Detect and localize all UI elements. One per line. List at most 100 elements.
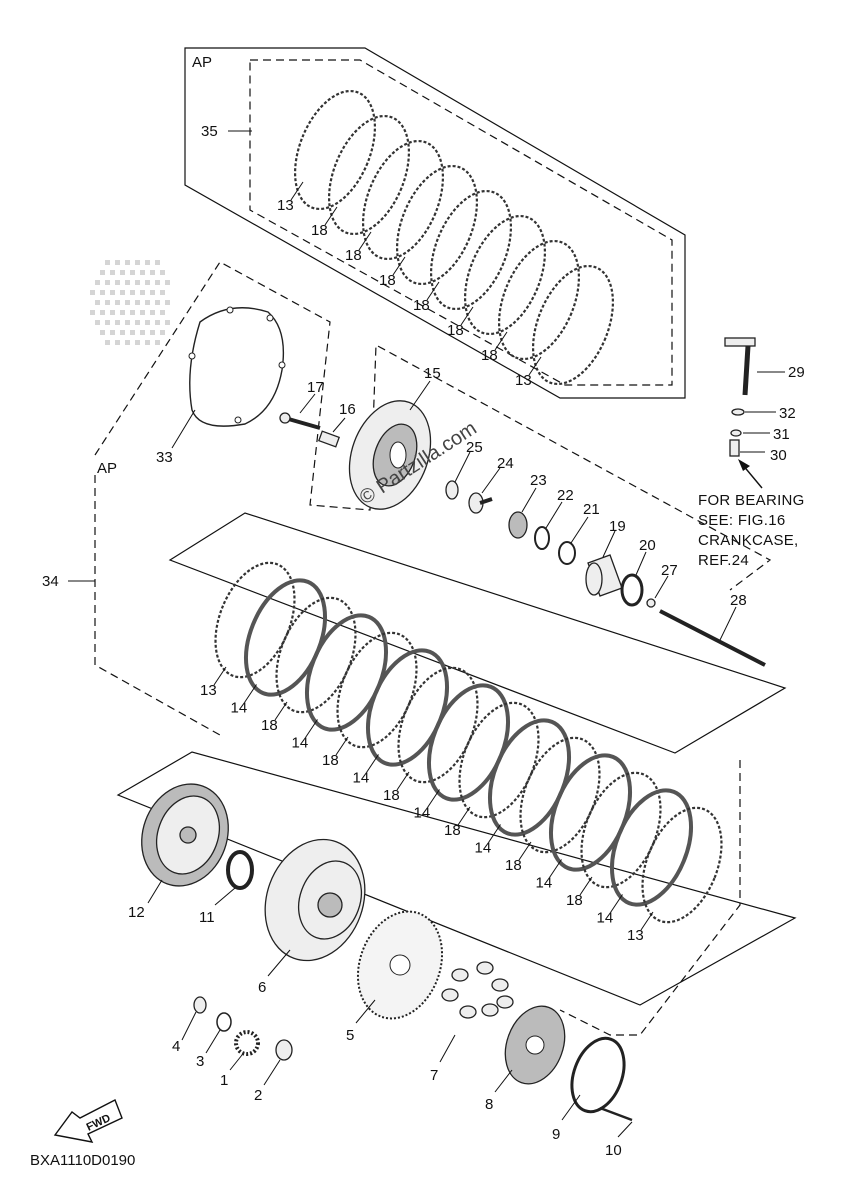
sleeve-19 (585, 554, 623, 597)
topPlates-label-0: 13 (277, 197, 294, 214)
outer-clutch-12 (141, 783, 229, 887)
damper-rubber-5 (481, 1003, 499, 1017)
midPlates-label-6: 18 (383, 787, 400, 804)
ghost-dot (140, 270, 145, 275)
ghost-dot (115, 320, 120, 325)
midPlates-leader-5 (366, 754, 379, 773)
ghost-dot (160, 330, 165, 335)
ghost-dot (150, 330, 155, 335)
washer-25 (445, 480, 459, 500)
bearing-20 (620, 573, 644, 607)
callout-34: 34 (42, 573, 59, 590)
ghost-dot (135, 280, 140, 285)
midPlates-label-9: 14 (475, 840, 492, 857)
midPlates-label-13: 14 (597, 910, 614, 927)
bearing-2 (275, 1039, 293, 1061)
midPlates-label-4: 18 (322, 752, 339, 769)
topPlates-leader-6 (494, 331, 508, 351)
washer-32 (731, 408, 745, 416)
ghost-dot (115, 260, 120, 265)
ghost-dot (110, 330, 115, 335)
midPlates-leader-14 (640, 911, 654, 931)
ghost-dot (130, 310, 135, 315)
pushrod-17 (279, 412, 321, 430)
midPlates-leader-12 (579, 876, 593, 896)
ghost-dot (160, 270, 165, 275)
callout-35: 35 (201, 123, 218, 140)
midPlates-label-3: 14 (292, 735, 309, 752)
midPlates-plate-13 (610, 788, 693, 907)
midPlates-leader-7 (427, 789, 440, 808)
note-line-3: CRANKCASE, (698, 532, 799, 549)
ghost-dot (115, 300, 120, 305)
ghost-dot (125, 320, 130, 325)
callout-30: 30 (770, 447, 787, 464)
callout-32: 32 (779, 405, 796, 422)
callout-28: 28 (730, 592, 747, 609)
midPlates-plate-14 (641, 806, 723, 924)
callout-20: 20 (639, 537, 656, 554)
ghost-dot (100, 330, 105, 335)
ghost-dot (155, 340, 160, 345)
topPlates-label-6: 18 (481, 347, 498, 364)
top-kit-frame: AP (184, 47, 686, 399)
ghost-dot (165, 280, 170, 285)
topPlates-leader-5 (460, 306, 474, 326)
ghost-dot (145, 340, 150, 345)
topPlates-plate-5 (463, 214, 547, 336)
gasket-part (188, 306, 286, 427)
gear-1 (234, 1030, 260, 1056)
ghost-dot (130, 290, 135, 295)
ap-label-top: AP (192, 54, 212, 71)
callout-29: 29 (788, 364, 805, 381)
ghost-dot (115, 340, 120, 345)
midPlates-label-7: 14 (414, 805, 431, 822)
callout-17: 17 (307, 379, 324, 396)
ghost-dot (100, 290, 105, 295)
midPlates-leader-10 (518, 841, 532, 861)
damper-rubber-0 (451, 968, 469, 982)
callout-6: 6 (258, 979, 266, 996)
ghost-dot (135, 300, 140, 305)
ghost-dot (145, 320, 150, 325)
midPlates-label-0: 13 (200, 682, 217, 699)
plate-callouts: 1318181818181813131418141814181418141814… (200, 181, 654, 944)
midPlates-label-14: 13 (627, 927, 644, 944)
topPlates-label-1: 18 (311, 222, 328, 239)
topPlates-leader-0 (290, 181, 304, 201)
bearing-23 (508, 511, 528, 539)
damper-rubber-2 (491, 978, 509, 992)
topPlates-label-2: 18 (345, 247, 362, 264)
ghost-dot (115, 280, 120, 285)
callouts: 35 34 33 29 32 31 30 17 16 15 25 24 23 2… (42, 123, 805, 1159)
callout-23: 23 (530, 472, 547, 489)
callout-24: 24 (497, 455, 514, 472)
washer-22 (534, 526, 550, 550)
ghost-dot (110, 310, 115, 315)
ghost-dot (150, 270, 155, 275)
midPlates-leader-1 (244, 684, 257, 703)
ghost-dot (95, 280, 100, 285)
topPlates-plate-3 (395, 164, 479, 286)
ghost-dot (120, 270, 125, 275)
topPlates-plate-1 (327, 114, 411, 236)
callout-8: 8 (485, 1096, 493, 1113)
ghost-dot (145, 260, 150, 265)
callout-31: 31 (773, 426, 790, 443)
ghost-dot (155, 260, 160, 265)
bearing-note: FOR BEARING SEE: FIG.16 CRANKCASE, REF.2… (698, 492, 804, 569)
ghost-dot (150, 290, 155, 295)
callout-10: 10 (605, 1142, 622, 1159)
callout-7: 7 (430, 1067, 438, 1084)
topPlates-label-5: 18 (447, 322, 464, 339)
midPlates-leader-3 (305, 719, 318, 738)
callout-3: 3 (196, 1053, 204, 1070)
ghost-dot (105, 260, 110, 265)
plate-5 (356, 910, 444, 1020)
midPlates-label-12: 18 (566, 892, 583, 909)
push-lever-29 (724, 337, 756, 396)
topPlates-leader-4 (426, 281, 440, 301)
ghost-dot (125, 340, 130, 345)
topPlates-plate-2 (361, 139, 445, 261)
ghost-dot (130, 330, 135, 335)
